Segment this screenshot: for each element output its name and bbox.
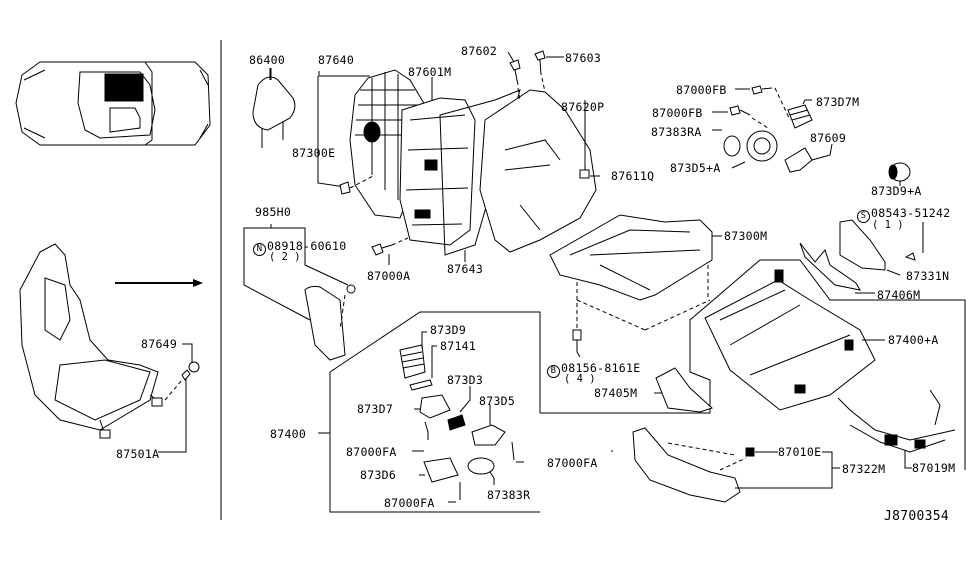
clip-87300E-icon [339,181,351,195]
label-87602: 87602 [461,44,498,58]
label-873D9: 873D9 [430,323,467,337]
s-prefix-icon: S [857,210,870,223]
label-87000A: 87000A [367,269,411,283]
cap-87649-icon [188,361,200,373]
label-87000FB-lower: 87000FB [652,106,703,120]
clip-87010E-icon [745,447,755,457]
label-08918-text: 08918-60610 [267,239,347,253]
label-87383RA: 87383RA [651,125,702,139]
label-87400: 87400 [270,427,307,441]
label-08156-qty: ( 4 ) [564,373,596,385]
label-873D7: 873D7 [357,402,394,416]
seat-cushion-87300M [549,214,722,358]
label-87010E: 87010E [778,445,822,459]
label-87649: 87649 [141,337,178,351]
label-87000FA-bottom: 87000FA [384,496,435,510]
label-87383R: 87383R [487,488,531,502]
bracket-985H0 [243,224,356,361]
label-985H0: 985H0 [255,205,292,219]
label-87000FB-upper: 87000FB [676,83,727,97]
trim-covers-87406M-87331N [799,219,924,294]
label-87609: 87609 [810,131,847,145]
wiring-harness-87019M [837,389,956,469]
motor-parts [399,331,524,503]
diagram-id: J8700354 [884,509,950,524]
label-87603: 87603 [565,51,602,65]
power-seat-motor-group-87400 [318,259,966,513]
label-08543-text: 08543-51242 [871,206,951,220]
label-86400: 86400 [249,53,286,67]
label-87601M: 87601M [408,65,452,79]
seatback-cushion-87620P [479,89,600,253]
label-873D7M: 873D7M [816,95,860,109]
label-87300E: 87300E [292,146,336,160]
arrow-right-icon [115,279,203,287]
label-87643: 87643 [447,262,484,276]
label-87141: 87141 [440,339,477,353]
label-87400A: 87400+A [888,333,939,347]
clip-87611Q-icon [579,169,590,179]
side-cover-87322M [632,427,840,503]
label-08918-qty: ( 2 ) [269,251,301,263]
label-87640: 87640 [318,53,355,67]
seat-assembly-overview [19,243,200,453]
label-873D5A: 873D5+A [670,161,721,175]
label-873D6: 873D6 [360,468,397,482]
label-87000FA-right: 87000FA [547,456,598,470]
n-prefix-icon: N [253,243,266,256]
label-08156-text: 08156-8161E [561,361,641,375]
label-87000FA-left: 87000FA [346,445,397,459]
label-87405M: 87405M [594,386,638,400]
label-08543-qty: ( 1 ) [872,219,904,231]
label-87406M: 87406M [877,288,921,302]
label-87611Q: 87611Q [611,169,655,183]
bolt-87000A-icon [371,237,409,265]
label-873D9A: 873D9+A [871,184,922,198]
label-87331N: 87331N [906,269,950,283]
car-top-view-icon [15,61,211,146]
label-87322M: 87322M [842,462,886,476]
label-873D5: 873D5 [479,394,516,408]
recliner-parts [712,85,911,186]
label-873D3: 873D3 [447,373,484,387]
label-87501A: 87501A [116,447,160,461]
seatback-frame-87601M [399,77,476,246]
seat-frame-87400A [704,269,885,411]
label-87019M: 87019M [912,461,956,475]
label-87300M: 87300M [724,229,768,243]
highlighted-seat-icon [104,73,144,102]
bolts-87602-87603 [507,50,564,101]
b-prefix-icon: B [547,365,560,378]
trim-cover-87405M [655,367,713,413]
headrest-86400 [252,68,296,148]
label-87620P: 87620P [561,100,605,114]
